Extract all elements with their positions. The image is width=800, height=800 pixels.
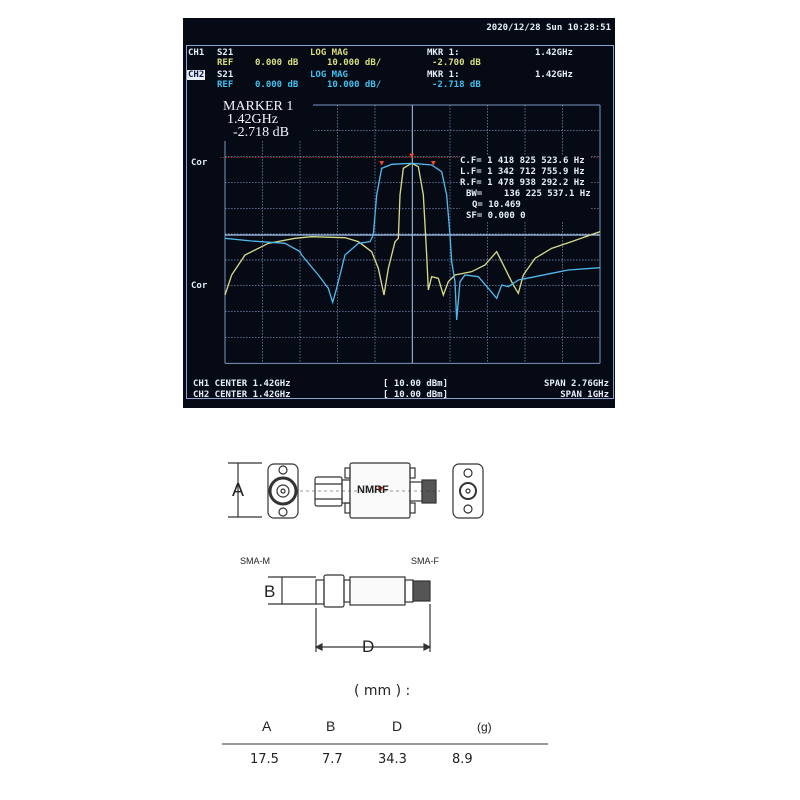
ch2-marker-freq: 1.42GHz — [535, 70, 573, 80]
ch2-ref: 0.000 dB — [255, 80, 299, 90]
side-sma-f-thread — [412, 580, 431, 602]
ch2-label: CH2 — [187, 70, 206, 80]
dim-b-label: B — [264, 582, 276, 601]
cor-label-ch1: Cor — [191, 158, 208, 168]
ch1-trace — [224, 162, 601, 298]
ch2-scale: 10.000 dB/ — [327, 80, 382, 90]
header-a: A — [262, 718, 272, 734]
sma-f-label: SMA-F — [411, 556, 439, 566]
stat-cf: C.F= 1 418 825 523.6 Hz — [460, 156, 585, 166]
value-d: 34.3 — [378, 752, 407, 767]
ch2-span: SPAN 1GHz — [560, 390, 609, 400]
sma-m-label: SMA-M — [240, 556, 270, 566]
left-end-view — [267, 463, 299, 519]
sma-f-thread — [421, 479, 437, 504]
header-d: D — [392, 718, 403, 734]
stat-lf: L.F= 1 342 712 755.9 Hz — [460, 167, 585, 177]
stat-rf: R.F= 1 478 938 292.2 Hz — [460, 178, 585, 188]
ch2-ref-label: REF — [217, 80, 234, 90]
ch1-span: SPAN 2.76GHz — [543, 379, 609, 389]
header-b: B — [326, 718, 336, 734]
ch1-marker-label: MKR 1: — [427, 48, 460, 58]
ch2-param: S21 — [217, 70, 234, 80]
stat-bw: BW= 136 225 537.1 Hz — [466, 189, 591, 199]
right-end-connector — [459, 482, 477, 500]
ch2-format: LOG MAG — [310, 70, 348, 80]
stat-sf: SF= 0.000 0 — [466, 211, 526, 221]
marker-box: MARKER 1 1.42GHz -2.718 dB — [223, 100, 313, 141]
ch1-format: LOG MAG — [310, 48, 348, 58]
stat-q: Q= 10.469 — [472, 200, 521, 210]
screen-frame — [186, 45, 614, 399]
value-weight: 8.9 — [452, 752, 473, 767]
plot-grid — [224, 104, 601, 364]
brand-logo: NMRF — [357, 484, 389, 496]
header-weight: (g) — [477, 720, 492, 734]
ch2-center: CH2 CENTER 1.42GHz — [193, 390, 291, 400]
ch1-marker-freq: 1.42GHz — [535, 48, 573, 58]
dim-a-label: A — [232, 480, 245, 500]
left-end-connector — [268, 476, 298, 506]
dim-d-label: D — [362, 637, 375, 656]
ch2-power: [ 10.00 dBm] — [383, 390, 449, 400]
marker-value: -2.718 dB — [233, 125, 289, 140]
marker-freq: 1.42GHz — [227, 112, 278, 127]
right-end-view — [452, 463, 484, 519]
marker-arrow-right — [431, 161, 436, 166]
marker-title: MARKER 1 — [223, 99, 294, 114]
ch1-power: [ 10.00 dBm] — [383, 379, 449, 389]
ch1-ref: 0.000 dB — [255, 58, 299, 68]
unit-caption: ( mm ) : — [354, 683, 411, 699]
marker-arrows — [379, 153, 436, 166]
ch1-param: S21 — [217, 48, 234, 58]
trace-plot — [220, 104, 601, 364]
ch1-ref-label: REF — [217, 58, 234, 68]
ch2-marker-label: MKR 1: — [427, 70, 460, 80]
side-sma-m-nut — [323, 574, 345, 608]
ch2-marker-value: -2.718 dB — [432, 80, 481, 90]
ch1-label: CH1 — [188, 48, 205, 58]
marker-arrow-left — [379, 161, 384, 166]
ch2-trace — [224, 162, 601, 321]
side-filter-body — [349, 576, 406, 606]
ch1-marker-value: -2.700 dB — [432, 58, 481, 68]
value-a: 17.5 — [250, 752, 279, 767]
sma-m-nut — [314, 476, 343, 507]
ch1-scale: 10.000 dB/ — [327, 58, 382, 68]
ch1-center: CH1 CENTER 1.42GHz — [193, 379, 291, 389]
brand-logo-mark — [378, 487, 383, 492]
marker-arrow-center — [409, 153, 414, 159]
filter-stats: C.F= 1 418 825 523.6 Hz L.F= 1 342 712 7… — [460, 156, 591, 222]
datetime: 2020/12/28 Sun 10:28:51 — [486, 23, 611, 33]
cor-label-ch2: Cor — [191, 281, 208, 291]
value-b: 7.7 — [322, 752, 343, 767]
